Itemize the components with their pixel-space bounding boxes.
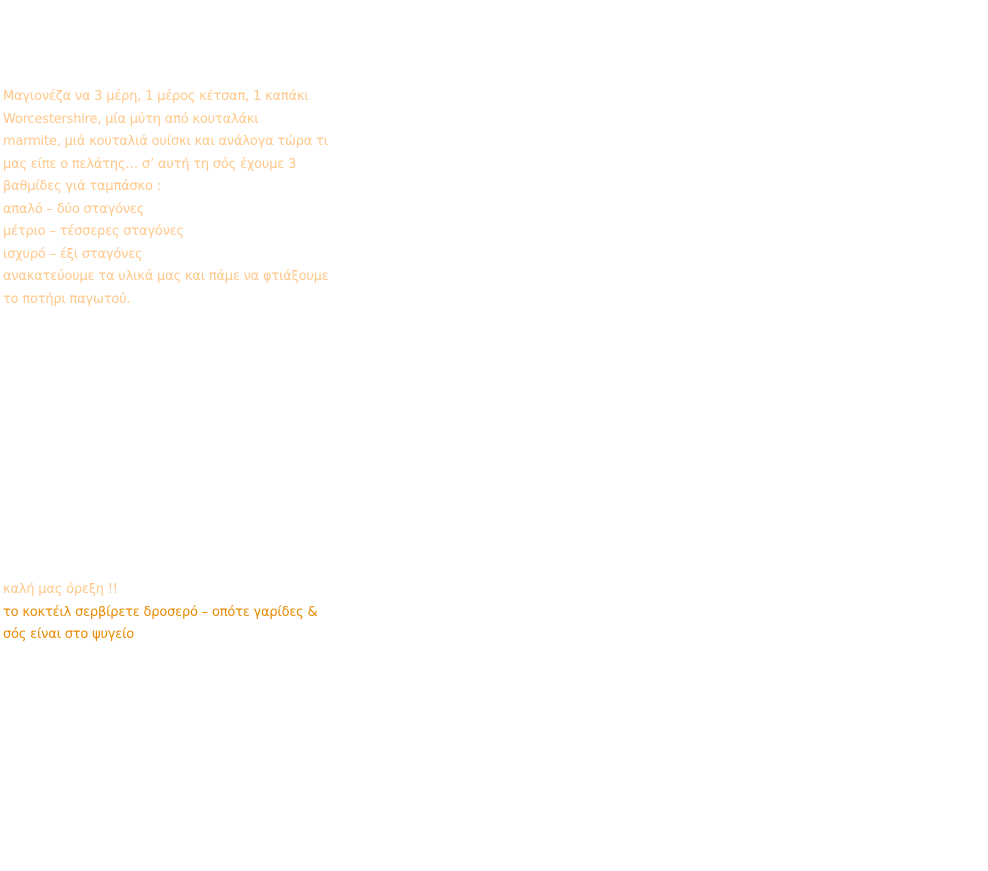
recipe-line: Μαγιονέζα να 3 μέρη, 1 μέρος κέτσαπ, 1 κ… <box>3 89 309 104</box>
recipe-line: marmite, μιά κουταλιά ουίσκι και ανάλογα… <box>3 134 328 149</box>
closing-section: καλή μας όρεξη !! το κοκτέιλ σερβίρετε δ… <box>3 579 333 647</box>
recipe-line: μέτριο – τέσσερες σταγόνες <box>3 224 184 239</box>
greeting-text: καλή μας όρεξη !! <box>3 582 118 597</box>
recipe-line: μας είπε ο πελάτης… σ’ αυτή τη σός έχουμ… <box>3 156 297 172</box>
recipe-line: Worcestershire, μία μύτη από κουταλάκι <box>3 111 259 127</box>
recipe-line: ισχυρό – έξι σταγόνες <box>3 246 143 262</box>
recipe-line: βαθμίδες γιά ταμπάσκο : <box>3 179 161 194</box>
serving-note-line: σός είναι στο ψυγείο <box>3 627 135 642</box>
serving-note-line: το κοκτέιλ σερβίρετε δροσερό – οπότε γαρ… <box>3 604 318 620</box>
recipe-line: ανακατεύουμε τα υλικά μας και πάμε να φτ… <box>3 269 329 284</box>
recipe-instructions: Μαγιονέζα να 3 μέρη, 1 μέρος κέτσαπ, 1 κ… <box>3 86 333 311</box>
recipe-line: το ποτήρι παγωτού. <box>3 291 131 307</box>
recipe-line: απαλό – δύο σταγόνες <box>3 201 145 217</box>
